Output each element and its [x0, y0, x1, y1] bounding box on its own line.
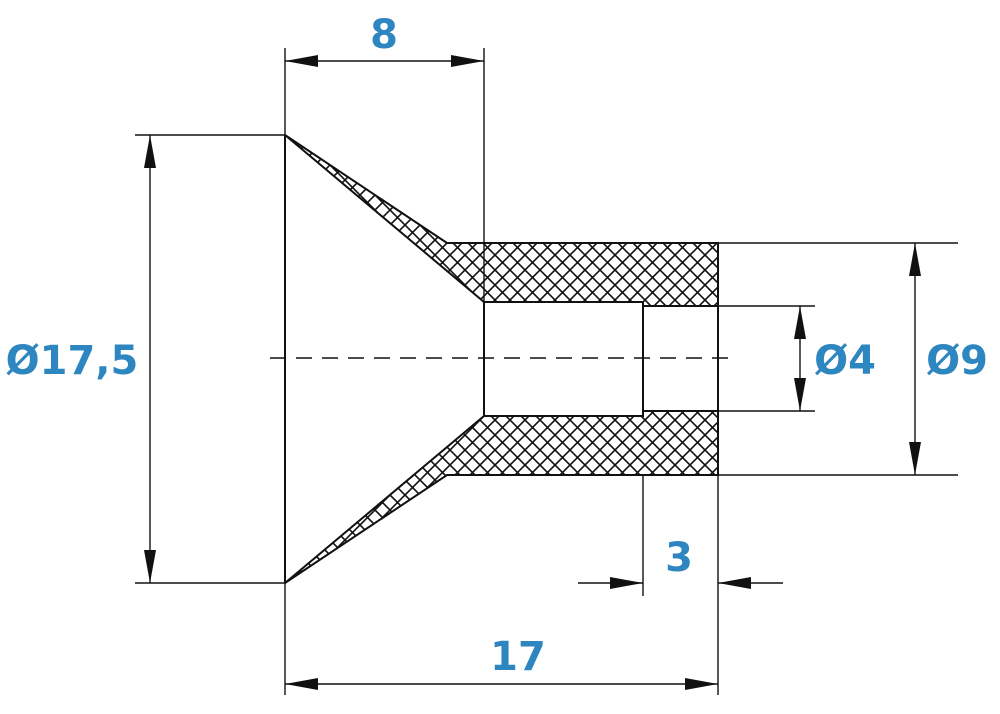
section-bottom	[284, 410, 719, 584]
dimension-label-3: 3	[665, 535, 693, 581]
dimension-label-diameter-9: Ø9	[926, 338, 988, 384]
part-outline	[284, 135, 719, 583]
dimension-label-17: 17	[490, 634, 546, 680]
dimension-3: 3	[578, 535, 783, 589]
extension-lines	[135, 48, 958, 695]
dimension-diameter-9: Ø9	[909, 243, 988, 475]
dimension-label-diameter-4: Ø4	[814, 338, 876, 384]
dimension-label-8: 8	[370, 12, 398, 58]
dimension-17: 17	[285, 634, 718, 690]
dimension-8: 8	[285, 12, 484, 67]
dimension-label-diameter-17-5: Ø17,5	[6, 338, 139, 384]
dimension-diameter-4: Ø4	[794, 306, 876, 411]
section-top	[284, 134, 719, 307]
dimension-diameter-17-5: Ø17,5	[6, 135, 156, 583]
